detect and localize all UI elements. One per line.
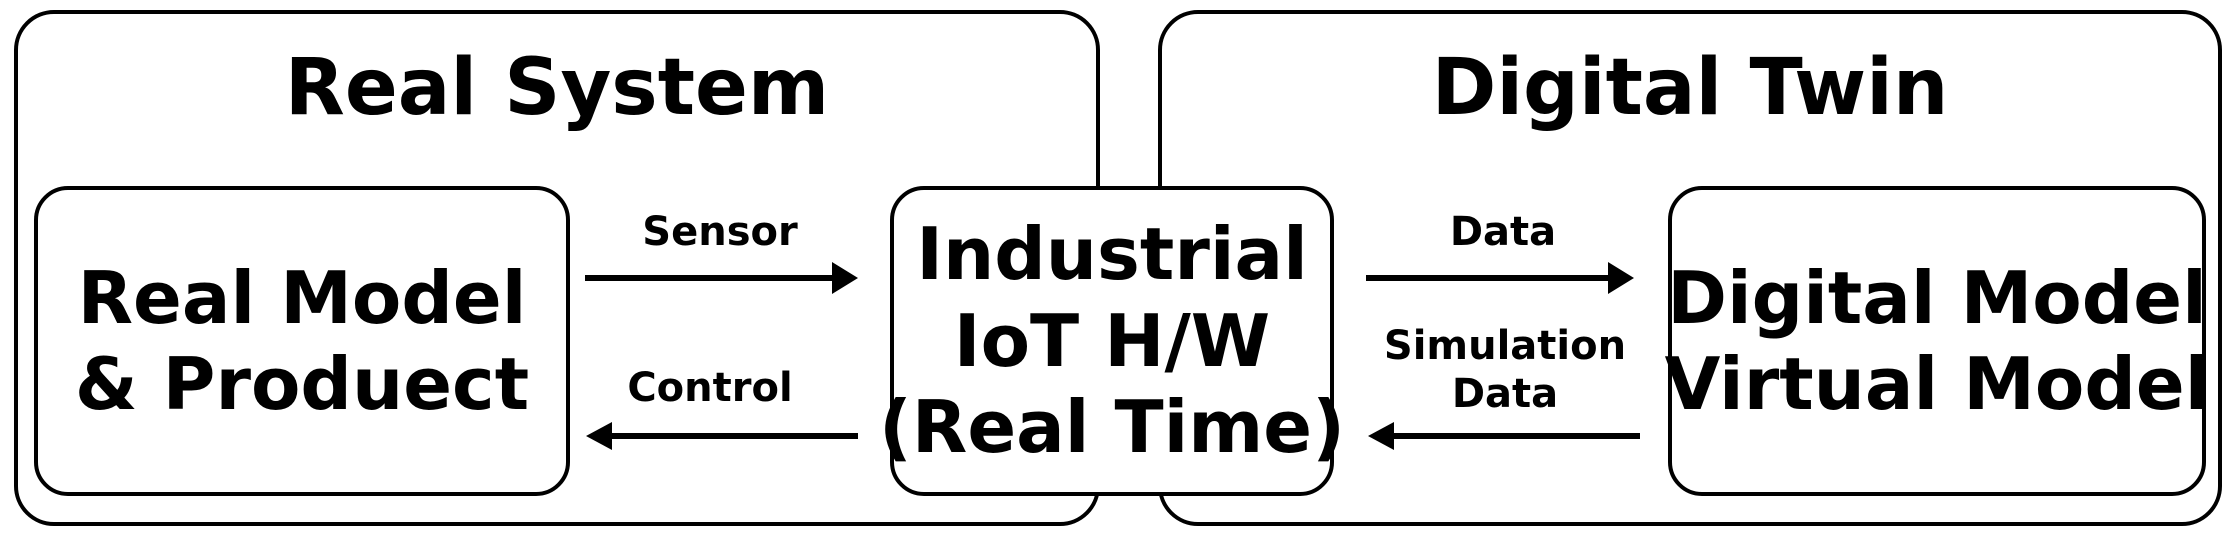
simulation-label-line2: Data (1451, 371, 1559, 417)
real-model-line2: & Produect (74, 342, 530, 426)
iot-line3: (Real Time) (878, 385, 1346, 470)
iot-line2: IoT H/W (953, 298, 1271, 383)
digital-model-box: Digital Model Virtual Model (1665, 186, 2209, 496)
simulation-data-label: Simulation Data (1370, 322, 1640, 418)
simulation-label-line1: Simulation (1383, 323, 1627, 369)
sensor-label: Sensor (642, 209, 798, 255)
digital-model-line1: Digital Model (1667, 255, 2207, 340)
real-system-title: Real System (284, 43, 830, 133)
digital-model-line2: Virtual Model (1664, 342, 2210, 426)
iot-line1: Industrial (916, 212, 1308, 297)
digital-twin-title: Digital Twin (1431, 43, 1949, 133)
real-model-box: Real Model & Produect (34, 186, 570, 496)
data-label: Data (1449, 209, 1557, 255)
real-model-line1: Real Model (77, 255, 527, 340)
industrial-iot-box: Industrial IoT H/W (Real Time) (879, 186, 1345, 496)
control-label: Control (627, 365, 793, 411)
